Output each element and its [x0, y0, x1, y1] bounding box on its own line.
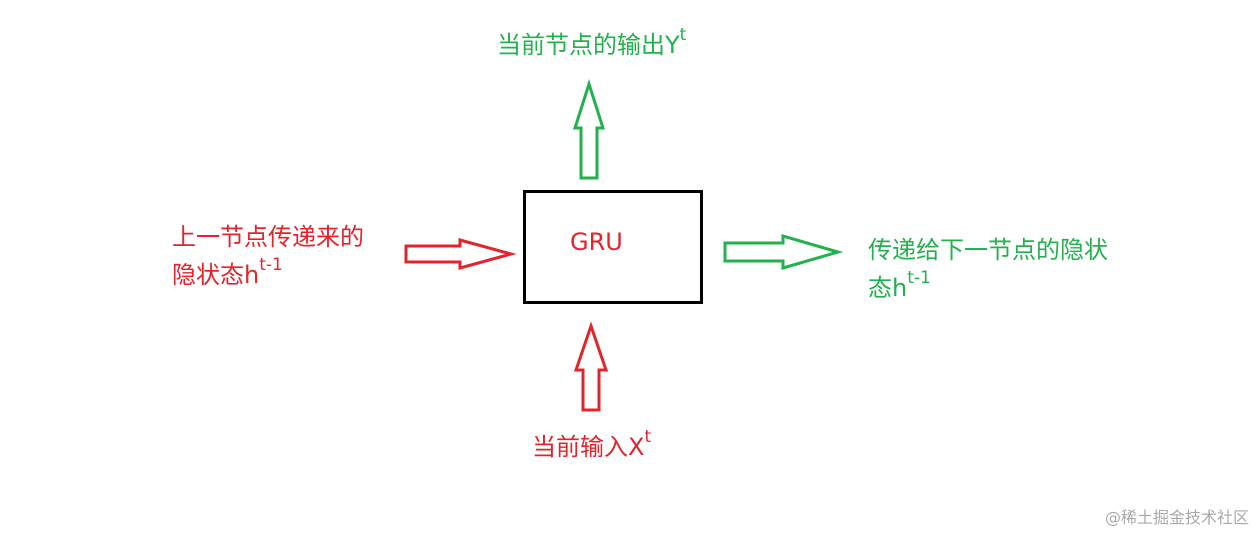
gru-block	[523, 190, 703, 304]
next-hidden-arrow	[723, 234, 844, 270]
prev-hidden-label-line1: 上一节点传递来的	[172, 223, 364, 251]
output-label-text: 当前节点的输出Y	[497, 31, 680, 59]
prev-hidden-arrow	[404, 238, 517, 270]
prev-hidden-label-line2: 隐状态ht-1	[172, 256, 364, 294]
next-hidden-label-line1: 传递给下一节点的隐状	[868, 236, 1108, 264]
next-hidden-label: 传递给下一节点的隐状 态ht-1	[868, 231, 1108, 307]
input-label-sup: t	[644, 427, 652, 447]
prev-hidden-label: 上一节点传递来的 隐状态ht-1	[172, 218, 364, 294]
next-hidden-label-line2-text: 态h	[868, 274, 908, 302]
next-hidden-label-line2: 态ht-1	[868, 269, 1108, 307]
output-label: 当前节点的输出Yt	[497, 26, 686, 64]
prev-hidden-label-sup: t-1	[259, 255, 283, 275]
input-arrow	[573, 321, 609, 412]
gru-block-label: GRU	[570, 228, 623, 256]
prev-hidden-label-line2-text: 隐状态h	[172, 261, 260, 289]
next-hidden-label-sup: t-1	[907, 268, 931, 288]
watermark: @稀土掘金技术社区	[1104, 508, 1249, 527]
output-arrow	[572, 79, 606, 180]
input-label-text: 当前输入X	[532, 433, 645, 461]
input-label: 当前输入Xt	[532, 428, 651, 466]
output-label-sup: t	[679, 25, 687, 45]
